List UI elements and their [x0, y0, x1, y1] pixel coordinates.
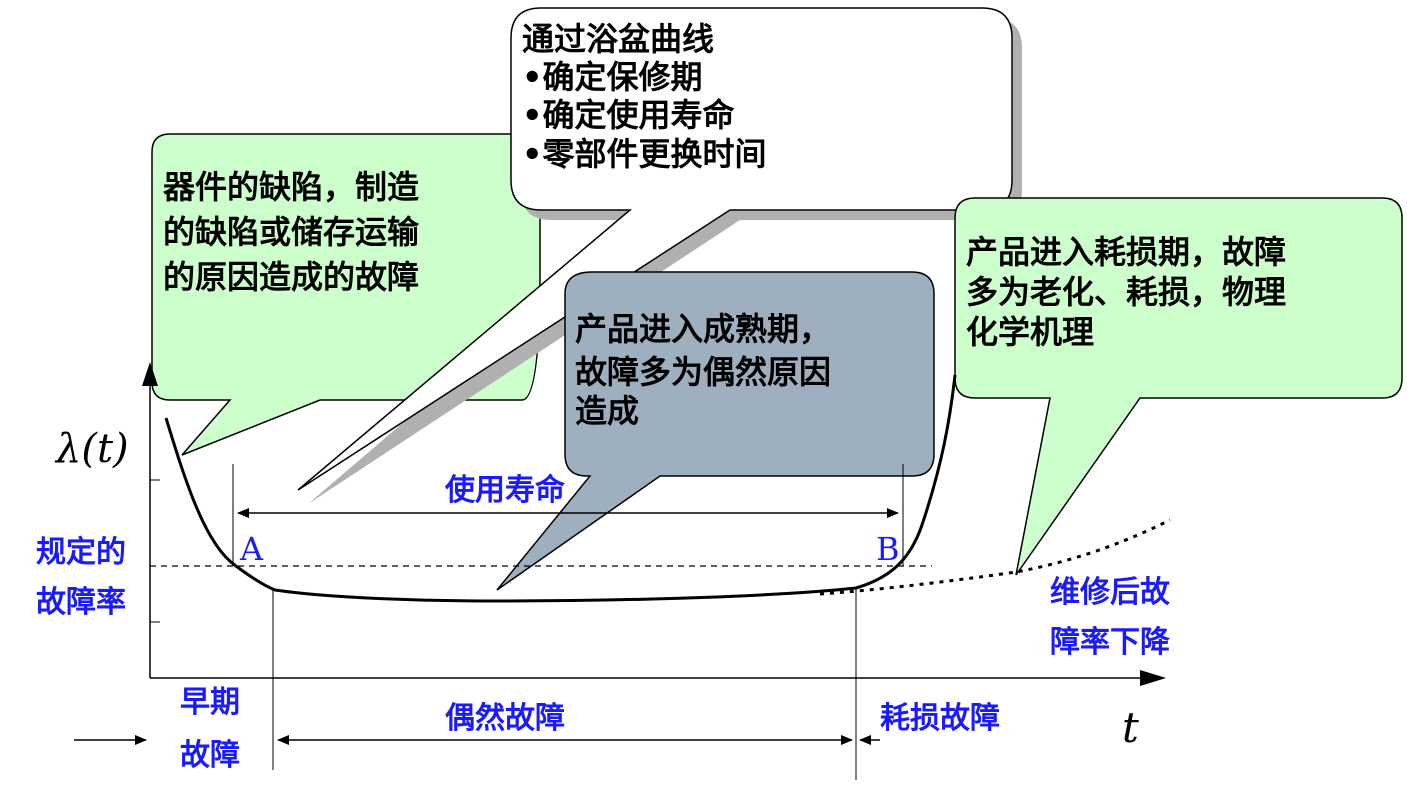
callout-early-failure: 器件的缺陷，制造 的缺陷或储存运输 的原因造成的故障 — [151, 133, 541, 456]
callout-early-text-1: 器件的缺陷，制造 — [162, 168, 419, 206]
callout-early-text-3: 的原因造成的故障 — [163, 258, 419, 296]
useful-life-label: 使用寿命 — [444, 473, 566, 508]
phase-wearout-label: 耗损故障 — [880, 701, 1000, 736]
callout-mature-text-3: 造成 — [575, 392, 639, 430]
axes: λ(t) t — [54, 362, 1166, 752]
callout-bathtub-text-2: •确定保修期 — [522, 58, 702, 96]
y-axis-arrowhead — [142, 362, 158, 386]
x-axis-arrowhead — [1140, 670, 1166, 686]
phase-early-label-1: 早期 — [180, 685, 240, 720]
callout-wearout-text-3: 化学机理 — [966, 313, 1094, 351]
x-axis-label: t — [1122, 703, 1139, 752]
phase-early-label-2: 故障 — [180, 738, 240, 773]
point-b-label: B — [876, 530, 900, 568]
callout-bathtub-text-4: •零部件更换时间 — [522, 135, 766, 173]
callout-early-text-2: 的缺陷或储存运输 — [163, 213, 420, 251]
after-repair-label-1: 维修后故 — [1050, 575, 1171, 610]
callout-wearout-text-1: 产品进入耗损期，故障 — [966, 233, 1286, 271]
specified-rate-label-2: 故障率 — [36, 585, 126, 620]
y-axis-label: λ(t) — [54, 426, 129, 472]
callout-bathtub-text-1: 通过浴盆曲线 — [522, 20, 714, 58]
callout-wearout-period: 产品进入耗损期，故障 多为老化、耗损，物理 化学机理 — [954, 197, 1403, 576]
callout-mature-text-1: 产品进入成熟期， — [575, 310, 831, 348]
phase-random-label: 偶然故障 — [445, 701, 565, 736]
after-repair-label-2: 障率下降 — [1050, 625, 1171, 660]
bathtub-curve — [164, 374, 957, 603]
callout-mature-text-2: 故障多为偶然原因 — [575, 353, 831, 391]
callout-bathtub-purpose: 通过浴盆曲线 •确定保修期 •确定使用寿命 •零部件更换时间 — [297, 7, 1022, 504]
callout-bathtub-text-3: •确定使用寿命 — [522, 96, 735, 134]
point-a-label: A — [239, 530, 264, 568]
specified-rate-label-1: 规定的 — [36, 535, 126, 570]
callout-wearout-text-2: 多为老化、耗损，物理 — [966, 273, 1286, 311]
